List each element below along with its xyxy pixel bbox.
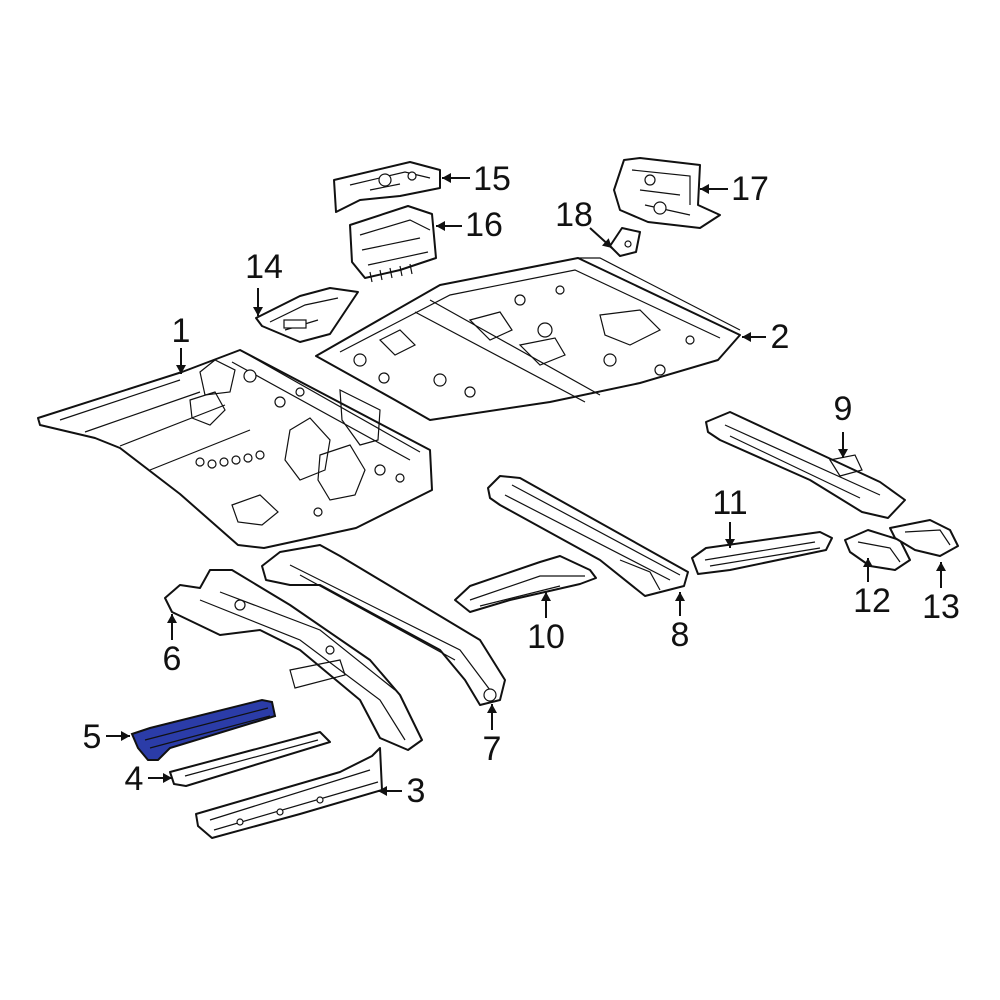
callout-11-arrow [725,539,735,548]
part-11-crossmember[interactable] [691,531,833,575]
part-10-crossmember[interactable] [454,555,597,613]
callout-7-arrow [487,704,497,713]
part-6-side-rail[interactable] [164,569,423,751]
callout-14-arrow [253,307,263,316]
callout-1-label: 1 [172,312,191,350]
callout-7: 7 [483,704,502,768]
callout-8-label: 8 [671,616,690,654]
callout-15-arrow [442,173,451,183]
part-13-reinforcement[interactable] [889,519,959,557]
part-8-center-crossmember[interactable] [487,475,689,597]
callout-15: 15 [442,160,511,198]
callout-8-arrow [675,592,685,601]
callout-4-arrow [163,773,172,783]
callout-12-arrow [863,558,873,567]
part-1-front-floor-pan[interactable] [37,349,433,549]
part-17-rear-panel[interactable] [613,157,721,229]
callout-11: 11 [712,484,748,548]
part-2-rear-floor-pan[interactable] [315,257,741,421]
part-7-side-rail[interactable] [261,544,506,706]
part-12-reinforcement[interactable] [844,529,911,571]
callout-13-label: 13 [922,588,960,626]
part-9-rear-crossmember[interactable] [705,411,906,519]
callout-4: 4 [125,760,172,798]
part-18-bracket[interactable] [609,227,641,257]
callout-13: 13 [922,562,960,626]
callout-17-arrow [700,184,709,194]
callout-10: 10 [527,592,565,656]
part-4-inner-sill[interactable] [169,731,331,787]
callout-18-label: 18 [555,196,593,234]
part-16-heat-shield[interactable] [349,205,437,283]
callout-6-label: 6 [163,640,182,678]
callout-5-label: 5 [83,718,102,756]
callout-11-label: 11 [712,484,747,522]
callout-9-arrow [838,449,848,458]
callout-12: 12 [853,558,891,620]
part-15-upper-bracket[interactable] [333,161,441,213]
callout-7-label: 7 [483,730,502,768]
callout-13-arrow [936,562,946,571]
callout-5-arrow [121,731,130,741]
callout-18: 18 [555,196,613,249]
callout-17: 17 [700,170,769,208]
callout-14-label: 14 [245,248,283,286]
callout-8: 8 [671,592,690,654]
callout-10-arrow [541,592,551,601]
callout-1-arrow [176,365,186,374]
callout-1: 1 [172,312,191,374]
callout-16-label: 16 [465,206,503,244]
callout-2-arrow [742,332,751,342]
callout-2-label: 2 [771,318,790,356]
part-5-sill-reinforcement[interactable] [130,698,277,761]
callout-12-label: 12 [853,582,891,620]
callout-18-arrow [601,238,612,248]
callout-6: 6 [163,614,182,678]
callout-10-label: 10 [527,618,565,656]
callout-3: 3 [378,772,425,810]
callout-9-label: 9 [834,390,853,428]
callout-5: 5 [83,718,130,756]
callout-14: 14 [245,248,283,316]
callout-16-arrow [436,221,445,231]
callout-3-label: 3 [407,772,426,810]
callout-6-arrow [167,614,177,623]
callout-16: 16 [436,206,503,244]
part-14-floor-bracket[interactable] [255,287,359,343]
callout-15-label: 15 [473,160,511,198]
callout-3-arrow [378,786,387,796]
callout-17-label: 17 [731,170,769,208]
callout-2: 2 [742,318,789,356]
callout-9: 9 [834,390,853,458]
callout-4-label: 4 [125,760,144,798]
